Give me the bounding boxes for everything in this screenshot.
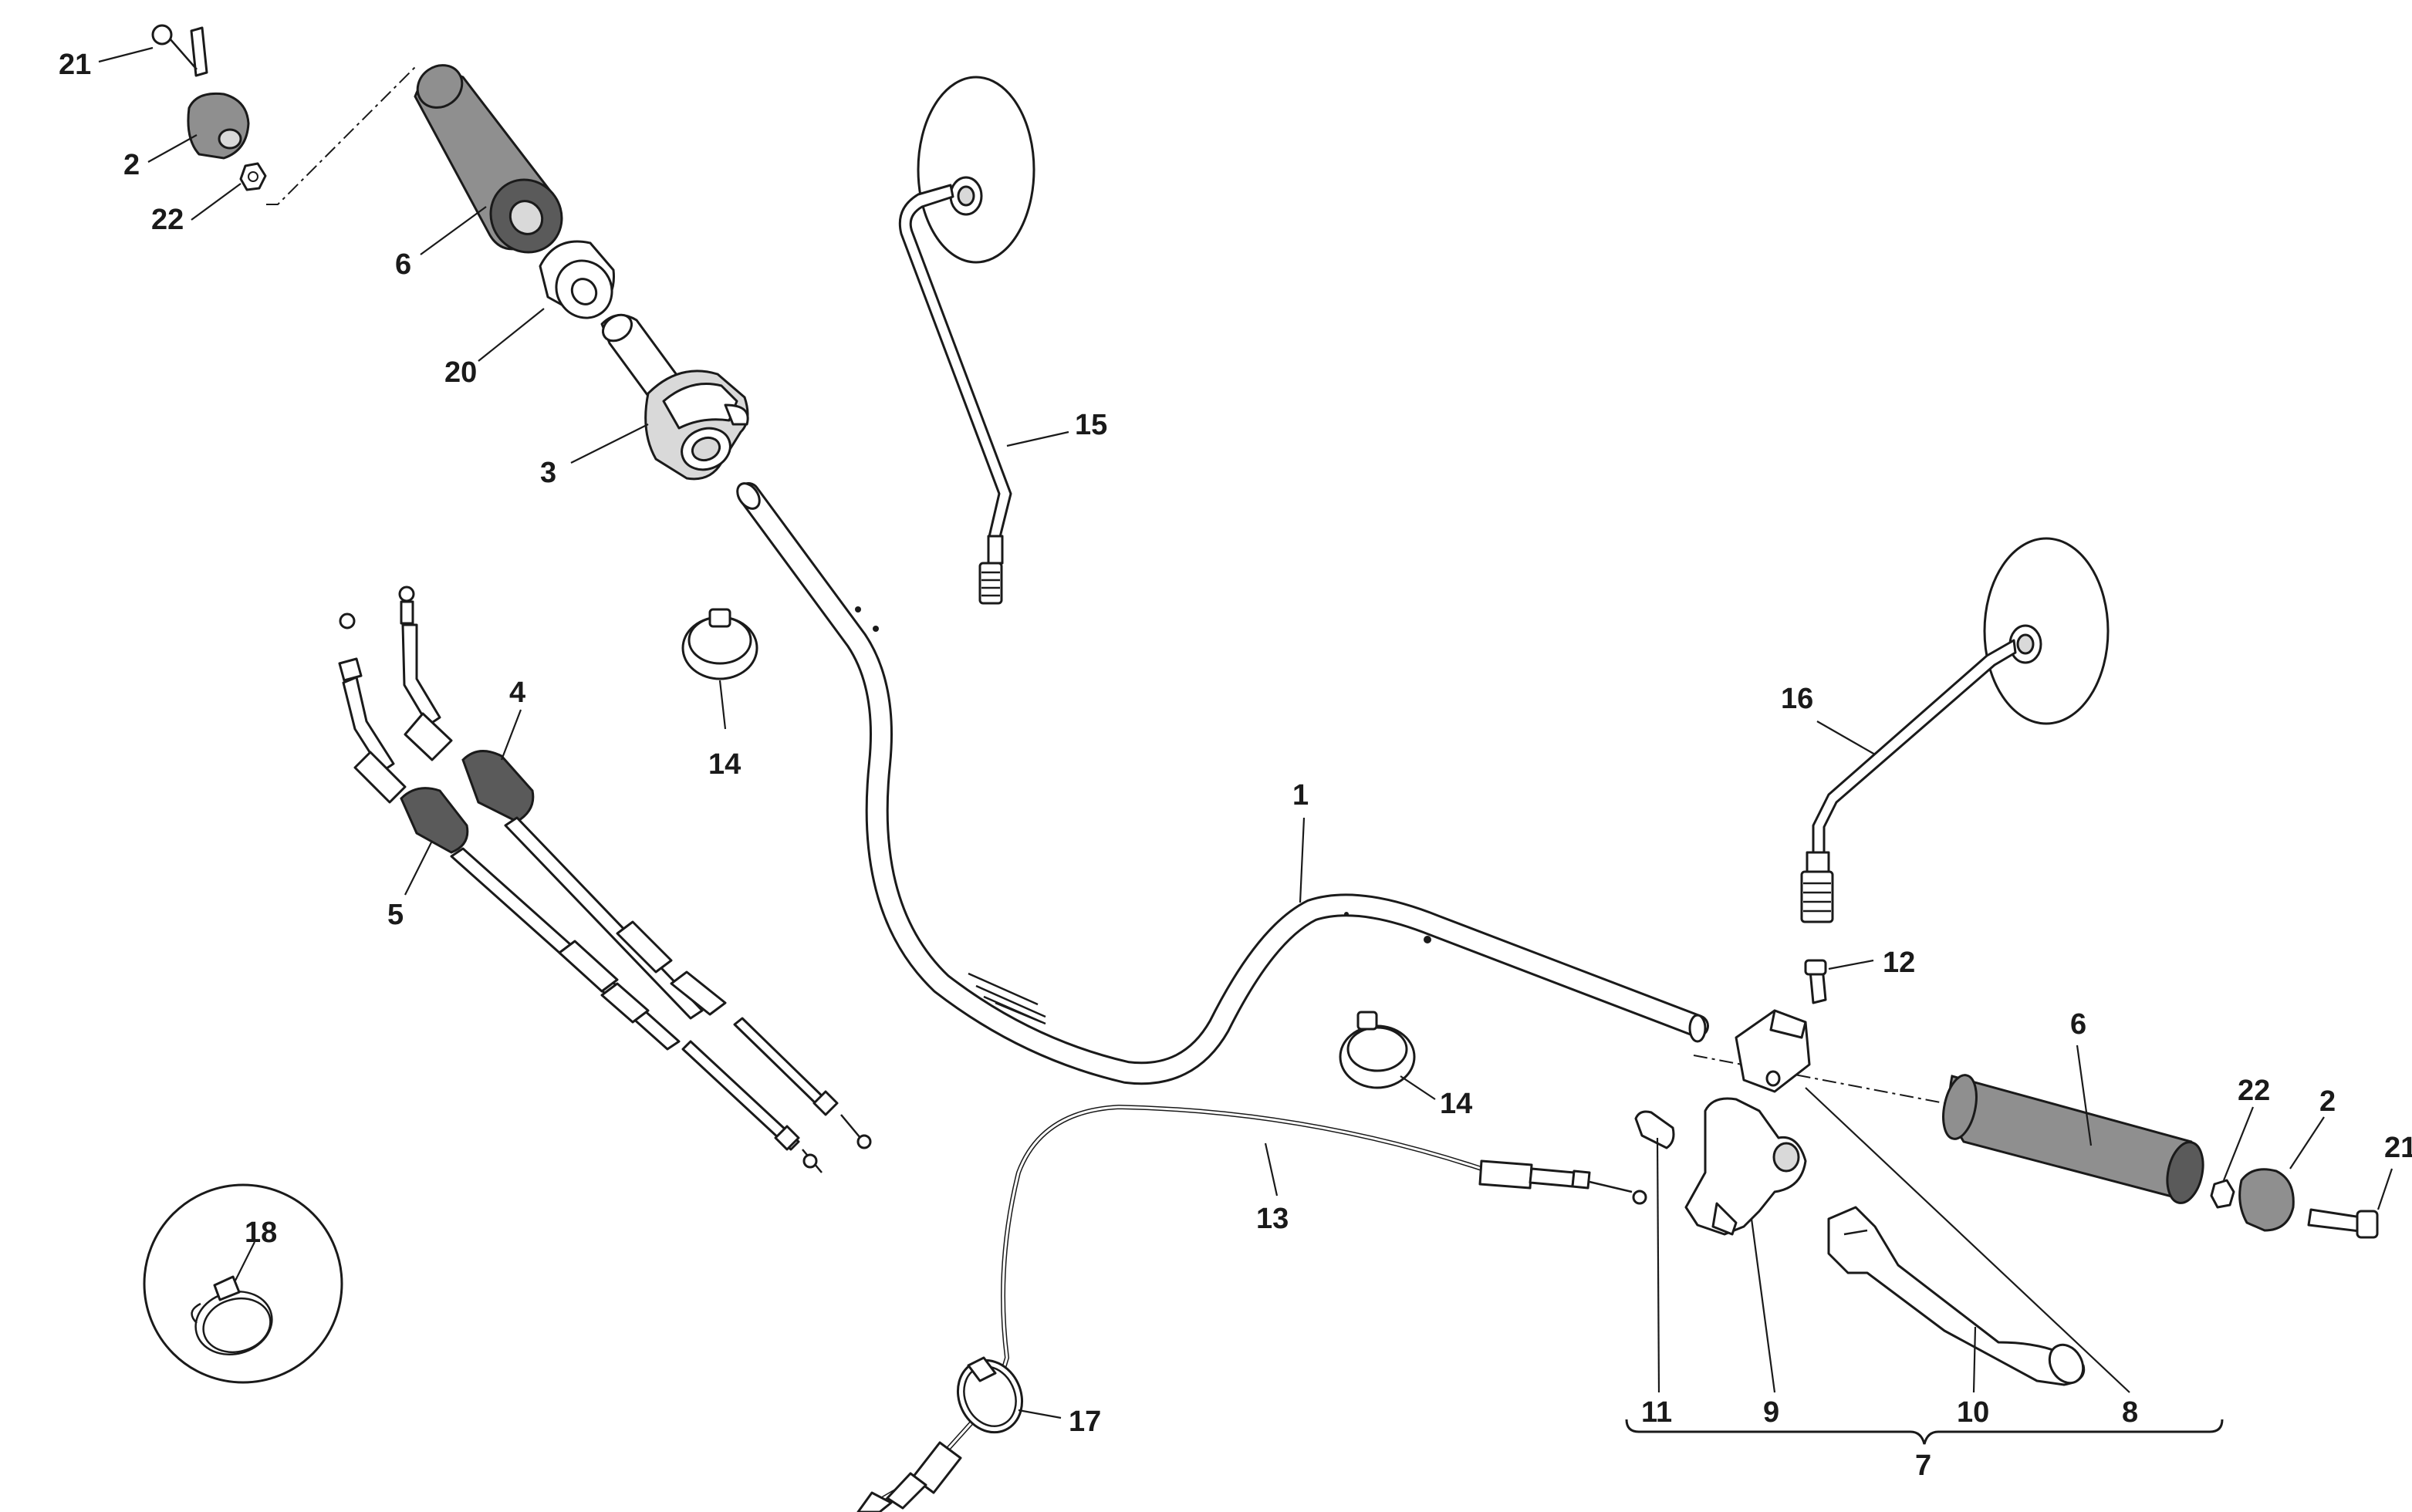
callout-21: 21: [59, 49, 91, 81]
right-end-weight: [2210, 1168, 2379, 1239]
callout-21: 21: [2384, 1132, 2412, 1164]
right-grip: [1942, 1074, 2204, 1204]
callout-12: 12: [1883, 947, 1915, 979]
left-assembly-axis: [266, 65, 417, 205]
callout-6: 6: [2070, 1008, 2086, 1041]
cable-tie-17: [956, 1356, 1024, 1434]
clutch-lever: [1827, 1206, 2086, 1386]
throttle-sleeve: [600, 313, 681, 403]
callout-11: 11: [1641, 1396, 1672, 1429]
callout-13: 13: [1256, 1203, 1289, 1235]
callout-7: 7: [1915, 1450, 1931, 1482]
right-mirror: [1800, 537, 2110, 923]
callout-14: 14: [1440, 1088, 1472, 1120]
left-mirror: [898, 76, 1035, 605]
clutch-cable: [856, 1104, 1647, 1512]
callout-16: 16: [1781, 683, 1813, 715]
handlebar: [736, 482, 1709, 1085]
callout-3: 3: [540, 457, 556, 489]
left-end-weight: [151, 24, 267, 191]
callout-8: 8: [2122, 1396, 2138, 1429]
cable-clamp-14-upper: [681, 608, 758, 680]
callout-5: 5: [387, 899, 404, 931]
adjuster-nut: [1634, 1110, 1675, 1149]
lever-clamp: [1735, 959, 1827, 1093]
throttle-cable-5: [338, 613, 823, 1173]
left-grip-spacer-ring: [539, 240, 615, 319]
cable-clamp-14-lower: [1339, 1011, 1416, 1089]
callout-9: 9: [1763, 1396, 1779, 1429]
left-grip: [414, 64, 563, 254]
cable-tie-detail-circle: [143, 1183, 343, 1384]
leader-lines: [98, 46, 2393, 1419]
callout-labels: 21 2 22 6 20 3 15 4 5 14 1 16 12 6 22 2 …: [59, 49, 2412, 1482]
throttle-cable-4: [398, 586, 872, 1149]
callout-17: 17: [1069, 1406, 1101, 1438]
callout-6: 6: [395, 248, 411, 281]
clutch-lever-bracket: [1684, 1097, 1807, 1236]
callout-14: 14: [708, 748, 741, 781]
callout-10: 10: [1957, 1396, 1989, 1429]
callout-15: 15: [1075, 409, 1107, 441]
callout-2: 2: [123, 149, 140, 181]
callout-22: 22: [151, 204, 184, 236]
throttle-housing: [644, 370, 749, 481]
callout-2: 2: [2319, 1085, 2336, 1118]
callout-22: 22: [2238, 1075, 2270, 1107]
group-7-brace: [1625, 1419, 2224, 1445]
right-assembly-axis: [1693, 1055, 1945, 1104]
callout-1: 1: [1292, 779, 1309, 812]
callout-18: 18: [245, 1217, 277, 1249]
callout-4: 4: [509, 677, 525, 709]
callout-20: 20: [444, 356, 477, 389]
